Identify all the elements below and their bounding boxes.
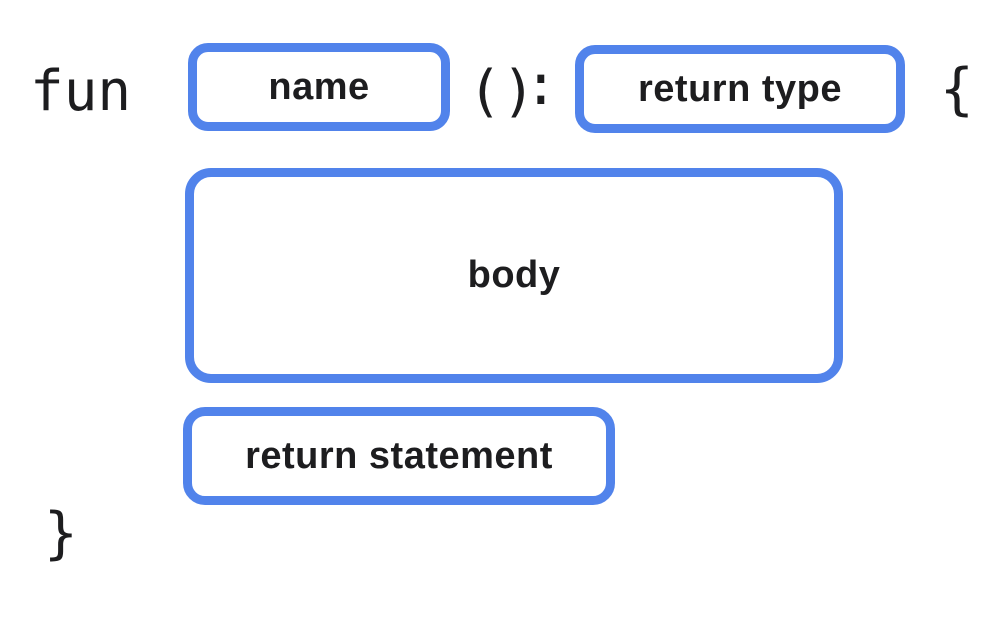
- return-statement-label: return statement: [245, 434, 553, 477]
- function-body-label: body: [467, 254, 561, 296]
- return-type-placeholder-box: return type: [575, 45, 905, 133]
- parentheses-text: (): [468, 59, 536, 124]
- opening-brace-text: {: [940, 57, 974, 122]
- closing-brace-text: }: [44, 501, 78, 566]
- return-statement-placeholder-box: return statement: [183, 407, 615, 505]
- fun-keyword-text: fun: [30, 59, 132, 124]
- function-name-label: name: [268, 65, 370, 108]
- return-type-label: return type: [638, 67, 842, 110]
- function-body-placeholder-box: body: [185, 168, 843, 383]
- function-name-placeholder-box: name: [188, 43, 450, 131]
- colon-text: :: [524, 53, 558, 118]
